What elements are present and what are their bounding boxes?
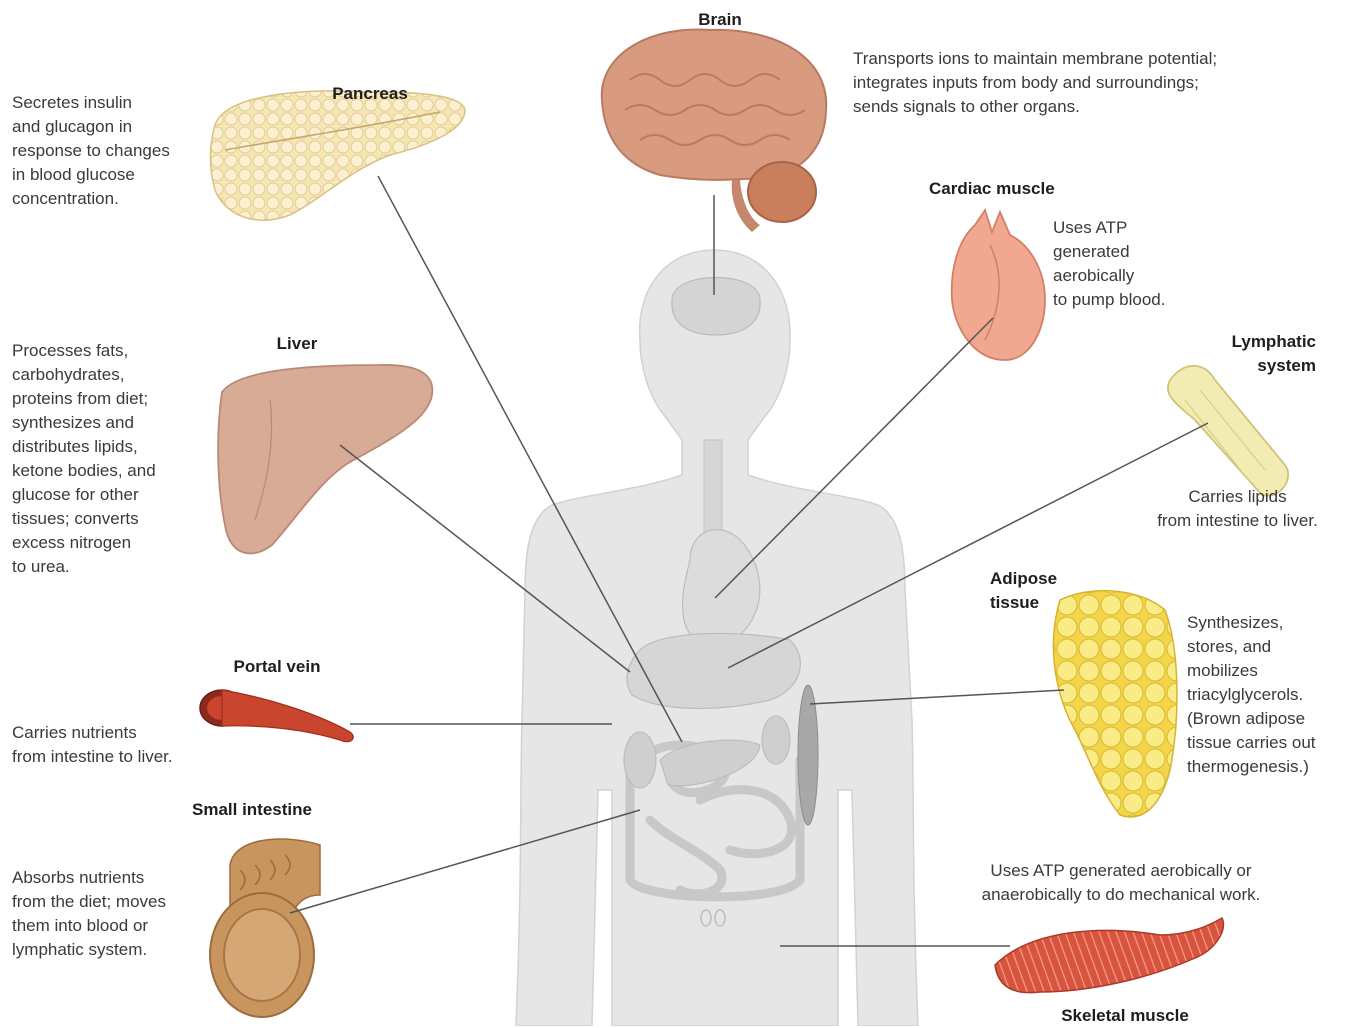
pancreas-description: Secretes insulin and glucagon in respons… xyxy=(12,91,212,211)
lymphatic-illustration xyxy=(1168,366,1288,496)
pancreas-illustration xyxy=(210,91,465,220)
pancreas-label: Pancreas xyxy=(310,82,430,106)
adipose-tissue-label: Adipose tissue xyxy=(990,567,1090,615)
cardiac-muscle-label: Cardiac muscle xyxy=(929,177,1099,201)
brain-outline xyxy=(672,278,760,336)
brain-label: Brain xyxy=(660,8,780,32)
heart-illustration xyxy=(952,210,1045,360)
skeletal-muscle-illustration xyxy=(995,918,1223,993)
lymphatic-system-description: Carries lipids from intestine to liver. xyxy=(1130,485,1345,533)
liver-description: Processes fats, carbohydrates, proteins … xyxy=(12,339,212,579)
portal-vein-description: Carries nutrients from intestine to live… xyxy=(12,721,212,769)
lymphatic-system-label: Lymphatic system xyxy=(1200,330,1316,378)
portal-vein-illustration xyxy=(200,690,353,742)
liver-illustration xyxy=(218,365,432,554)
cardiac-muscle-description: Uses ATP generated aerobically to pump b… xyxy=(1053,216,1213,312)
portal-vein-label: Portal vein xyxy=(207,655,347,679)
small-intestine-illustration xyxy=(210,839,320,1017)
adipose-tissue-description: Synthesizes, stores, and mobilizes triac… xyxy=(1187,611,1347,779)
brain-description: Transports ions to maintain membrane pot… xyxy=(853,47,1333,119)
skeletal-muscle-description: Uses ATP generated aerobically or anaero… xyxy=(948,859,1294,907)
small-intestine-description: Absorbs nutrients from the diet; moves t… xyxy=(12,866,212,962)
liver-label: Liver xyxy=(247,332,347,356)
adipose-illustration xyxy=(1053,591,1177,817)
small-intestine-label: Small intestine xyxy=(172,798,332,822)
skeletal-muscle-label: Skeletal muscle xyxy=(1040,1004,1210,1028)
